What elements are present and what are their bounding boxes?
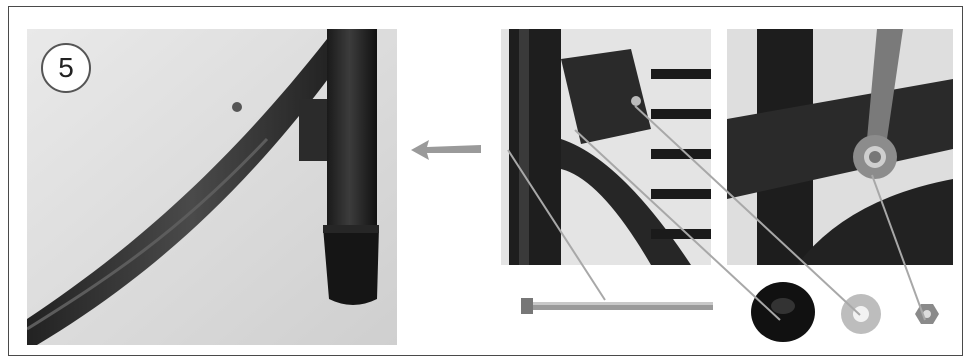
hardware-parts <box>501 262 961 352</box>
parts-row <box>501 262 961 352</box>
step-frame: 5 <box>8 6 963 356</box>
rubber-cap-part <box>751 282 815 342</box>
arrow-left-icon <box>407 135 487 165</box>
bracket-closeup-illustration <box>501 29 711 265</box>
detail-photo-wrench <box>727 29 953 265</box>
nut-part <box>915 304 939 324</box>
washer-part <box>841 294 881 334</box>
step-number-badge: 5 <box>41 43 91 93</box>
main-assembly-photo: 5 <box>27 29 397 345</box>
detail-photo-bracket <box>501 29 711 265</box>
wrench-closeup-illustration <box>727 29 953 265</box>
bolt-part <box>521 298 713 314</box>
